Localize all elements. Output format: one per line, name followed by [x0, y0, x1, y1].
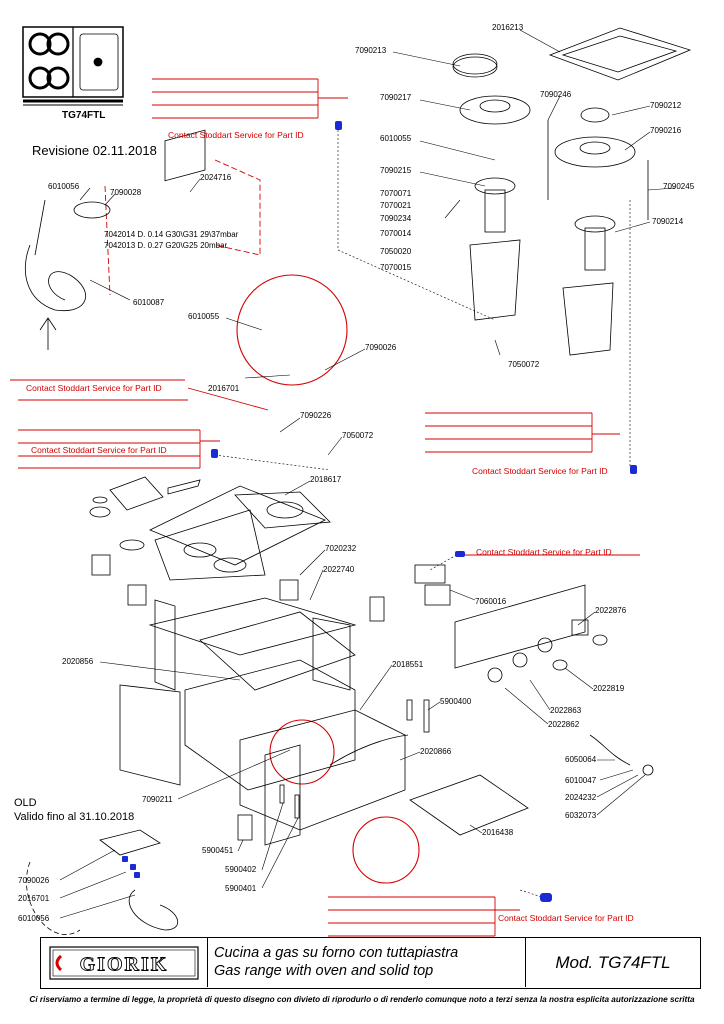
part-label: 2016701 — [208, 384, 240, 393]
contact-note: Contact Stoddart Service for Part ID — [498, 913, 634, 923]
part-label: 2022819 — [593, 684, 625, 693]
part-label: 7050072 — [508, 360, 540, 369]
part-label: 2020866 — [420, 747, 452, 756]
part-label: 6010055 — [188, 312, 220, 321]
contact-note: Contact Stoddart Service for Part ID — [168, 130, 304, 140]
description-it: Cucina a gas su forno con tuttapiastra — [214, 945, 459, 961]
part-label: 2018551 — [392, 660, 424, 669]
part-label: 7070071 — [380, 189, 412, 198]
part-label: 7090215 — [380, 166, 412, 175]
part-label: 7020232 — [325, 544, 357, 553]
part-label: 6050064 — [565, 755, 597, 764]
range-thumbnail — [22, 26, 124, 106]
contact-note: Contact Stoddart Service for Part ID — [31, 445, 167, 455]
part-label: 2016438 — [482, 828, 514, 837]
part-label: 7090234 — [380, 214, 412, 223]
part-label: 5900402 — [225, 865, 257, 874]
part-label: 7090211 — [142, 795, 173, 804]
logo-cell: GIORIK — [41, 938, 208, 987]
part-label: 7090226 — [300, 411, 332, 420]
contact-note: Contact Stoddart Service for Part ID — [26, 383, 162, 393]
part-label: 7090026 — [18, 876, 50, 885]
old-title: OLD — [14, 797, 37, 809]
part-label: 7050072 — [342, 431, 374, 440]
description-en: Gas range with oven and solid top — [214, 963, 434, 979]
model-code-thumbnail: TG74FTL — [62, 110, 106, 121]
old-validity: Valido fino al 31.10.2018 — [14, 811, 135, 823]
injector-spec-1: 7042014 D. 0.14 G30\G31 29\37mbar — [104, 230, 239, 239]
giorik-logo: GIORIK — [49, 945, 199, 980]
part-label: 2024232 — [565, 793, 597, 802]
part-label: 7070014 — [380, 229, 412, 238]
part-label: 7090216 — [650, 126, 682, 135]
part-label: 6010055 — [380, 134, 412, 143]
part-label: 2016213 — [492, 23, 524, 32]
part-label: 2018617 — [310, 475, 342, 484]
contact-note: Contact Stoddart Service for Part ID — [472, 466, 608, 476]
part-label: 2020856 — [62, 657, 94, 666]
part-label: 6010087 — [133, 298, 165, 307]
part-label: 7090026 — [365, 343, 397, 352]
copyright-notice: Ci riserviamo a termine di legge, la pro… — [29, 995, 695, 1004]
part-label: 7090212 — [650, 101, 682, 110]
part-label: 2022862 — [548, 720, 580, 729]
part-label: 6010056 — [18, 914, 50, 923]
part-label: 6032073 — [565, 811, 597, 820]
part-label: 7060016 — [475, 597, 507, 606]
part-label: 2022740 — [323, 565, 355, 574]
title-block: GIORIK Cucina a gas su forno con tuttapi… — [40, 937, 701, 989]
part-label: 7090213 — [355, 46, 387, 55]
part-label: 6010056 — [48, 182, 80, 191]
contact-note: Contact Stoddart Service for Part ID — [476, 547, 612, 557]
part-label: 2016701 — [18, 894, 50, 903]
part-label: 7070015 — [380, 263, 412, 272]
model-cell: Mod. TG74FTL — [555, 952, 671, 972]
part-label: 7090246 — [540, 90, 572, 99]
part-label: 5900451 — [202, 846, 234, 855]
part-label: 5900400 — [440, 697, 472, 706]
part-label: 7090028 — [110, 188, 142, 197]
description-cell: Cucina a gas su forno con tuttapiastra G… — [208, 938, 526, 987]
part-label: 2022863 — [550, 706, 582, 715]
part-label: 2022876 — [595, 606, 627, 615]
part-label: 2024716 — [200, 173, 232, 182]
injector-spec-2: 7042013 D. 0.27 G20\G25 20mbar — [104, 241, 228, 250]
part-label: 7070021 — [380, 201, 412, 210]
part-label: 7090217 — [380, 93, 412, 102]
part-label: 6010047 — [565, 776, 597, 785]
part-label: 7090245 — [663, 182, 695, 191]
logo-text: GIORIK — [80, 953, 169, 975]
revision-date: Revisione 02.11.2018 — [32, 143, 157, 158]
part-label: 7090214 — [652, 217, 684, 226]
part-label: 7050020 — [380, 247, 412, 256]
part-label: 5900401 — [225, 884, 257, 893]
